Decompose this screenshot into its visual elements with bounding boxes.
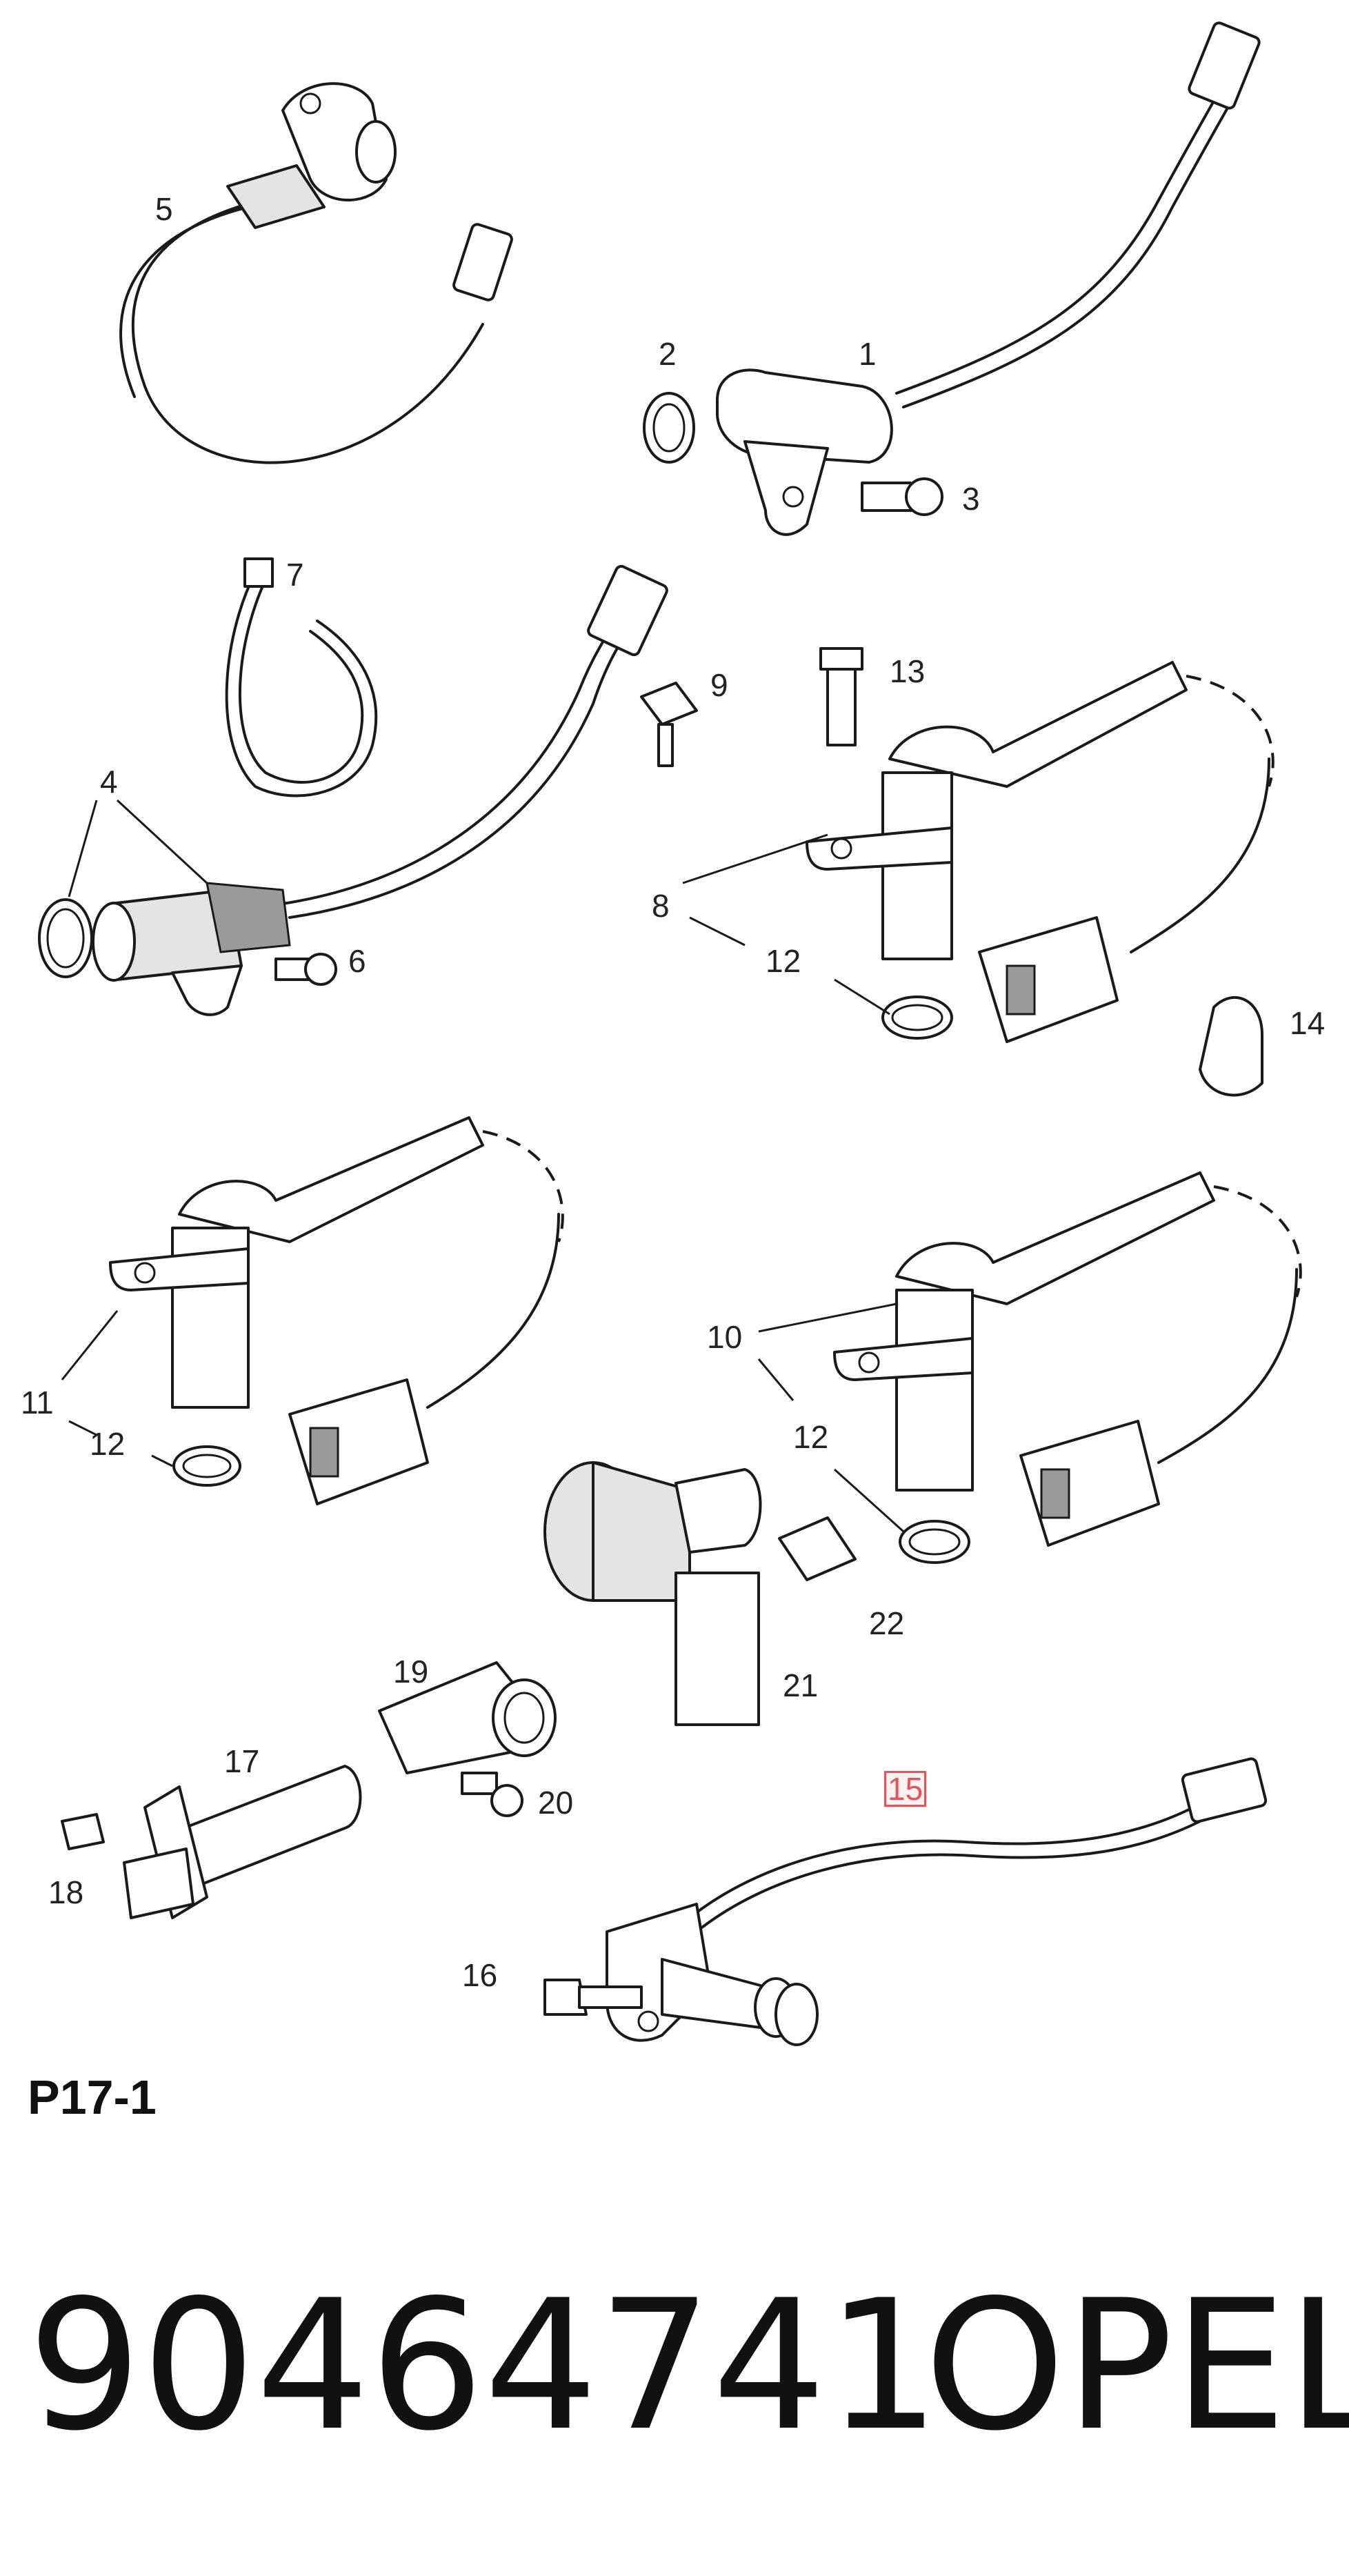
callout-8: 8 bbox=[652, 888, 670, 924]
part-8-sensor bbox=[806, 647, 1275, 1097]
callout-5: 5 bbox=[155, 191, 173, 227]
part-1-sensor bbox=[643, 21, 1261, 536]
part-5-sensor bbox=[119, 82, 513, 464]
callout-12-b: 12 bbox=[90, 1426, 126, 1462]
part-9-bolt bbox=[640, 682, 698, 767]
callout-19: 19 bbox=[393, 1654, 429, 1690]
callout-13: 13 bbox=[890, 653, 926, 689]
callout-7: 7 bbox=[286, 557, 304, 593]
callout-12-a: 12 bbox=[766, 943, 801, 979]
callout-1: 1 bbox=[859, 336, 877, 372]
part-7-cable-tie bbox=[225, 557, 378, 797]
callout-21: 21 bbox=[783, 1667, 819, 1703]
part-11-sensor bbox=[109, 1116, 564, 1505]
part-4-sensor bbox=[38, 564, 668, 1016]
callout-10: 10 bbox=[707, 1319, 743, 1355]
callout-11: 11 bbox=[21, 1385, 54, 1420]
callout-18: 18 bbox=[48, 1874, 84, 1910]
callout-6: 6 bbox=[348, 943, 366, 979]
callout-3: 3 bbox=[962, 481, 980, 517]
callout-17: 17 bbox=[224, 1743, 260, 1779]
part-15-sensor bbox=[543, 1757, 1268, 2046]
callout-22: 22 bbox=[869, 1605, 905, 1641]
page-code: P17-1 bbox=[28, 2070, 157, 2124]
part-number: 90464741 bbox=[28, 2262, 941, 2470]
callout-16: 16 bbox=[462, 1957, 498, 1993]
callout-12-c: 12 bbox=[793, 1419, 829, 1455]
brand-name: OPEL bbox=[924, 2262, 1349, 2470]
part-19-bracket bbox=[378, 1661, 557, 1817]
part-10-sensor bbox=[833, 1171, 1302, 1564]
callout-14: 14 bbox=[1290, 1005, 1326, 1041]
leader-lines bbox=[61, 799, 905, 1533]
callout-9: 9 bbox=[710, 667, 728, 703]
callout-4: 4 bbox=[100, 764, 118, 800]
part-21-sensor bbox=[543, 1461, 857, 1726]
part-17-sensor bbox=[61, 1765, 362, 1919]
callout-20: 20 bbox=[538, 1785, 574, 1821]
callout-15: 15 bbox=[883, 1771, 927, 1807]
callout-2: 2 bbox=[659, 336, 677, 372]
